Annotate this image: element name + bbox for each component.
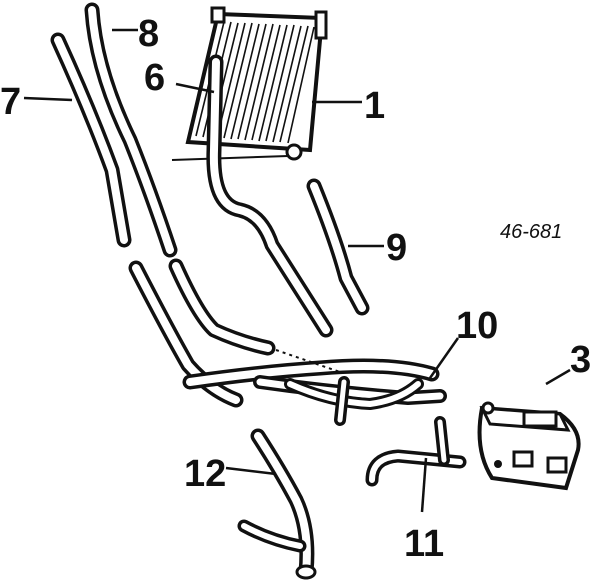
hose-8[interactable] bbox=[84, 2, 276, 356]
callout-7: 7 bbox=[0, 81, 21, 123]
callout-6: 6 bbox=[144, 57, 165, 99]
callout-1: 1 bbox=[364, 85, 385, 127]
callout-labels: 8 6 7 1 9 10 3 12 11 46-681 bbox=[0, 13, 591, 565]
hose-11[interactable] bbox=[365, 416, 467, 487]
hose-12[interactable] bbox=[237, 428, 317, 580]
leader-lines bbox=[23, 28, 571, 513]
pipe-assembly-10[interactable] bbox=[182, 349, 447, 426]
reservoir-3[interactable] bbox=[477, 401, 581, 491]
callout-8: 8 bbox=[138, 13, 159, 55]
callout-12: 12 bbox=[184, 453, 226, 495]
hose-9[interactable] bbox=[306, 178, 370, 316]
heater-core[interactable] bbox=[171, 6, 328, 161]
hose-6[interactable] bbox=[206, 54, 334, 338]
callout-9: 9 bbox=[386, 227, 407, 269]
callout-3: 3 bbox=[570, 339, 591, 381]
callout-10: 10 bbox=[456, 305, 498, 347]
callout-11: 11 bbox=[404, 523, 444, 565]
hose-7[interactable] bbox=[50, 32, 244, 408]
reference-code: 46-681 bbox=[500, 221, 562, 243]
